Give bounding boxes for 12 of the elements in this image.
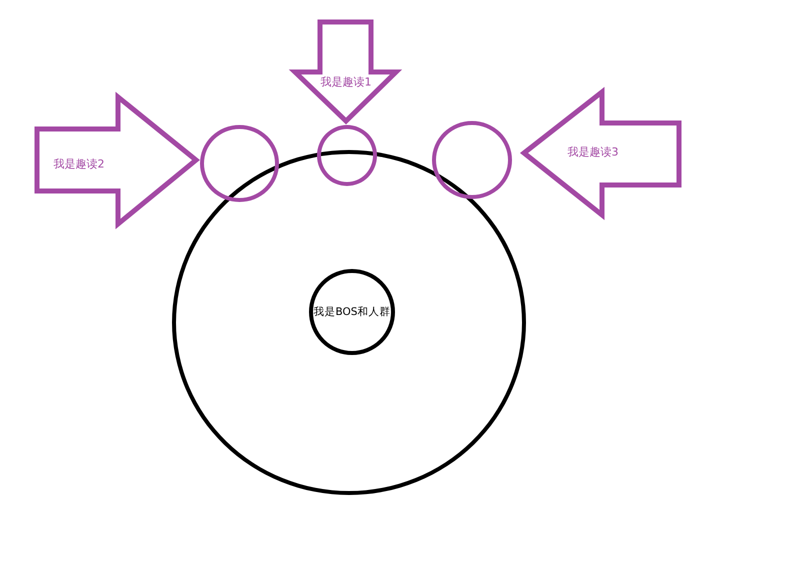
center-label: 我是BOS和人群	[314, 305, 390, 319]
outer-circle	[172, 150, 526, 495]
block-arrow	[32, 92, 201, 229]
block-arrow	[290, 17, 401, 126]
arrow-label: 我是趣读1	[320, 76, 372, 88]
arrow-label: 我是趣读3	[568, 146, 618, 158]
small-circle	[432, 121, 512, 199]
block-arrow	[519, 87, 684, 220]
inner-circle	[309, 269, 395, 355]
small-circle	[200, 125, 279, 202]
small-circle	[317, 125, 377, 186]
arrow-label: 我是趣读2	[54, 158, 104, 170]
